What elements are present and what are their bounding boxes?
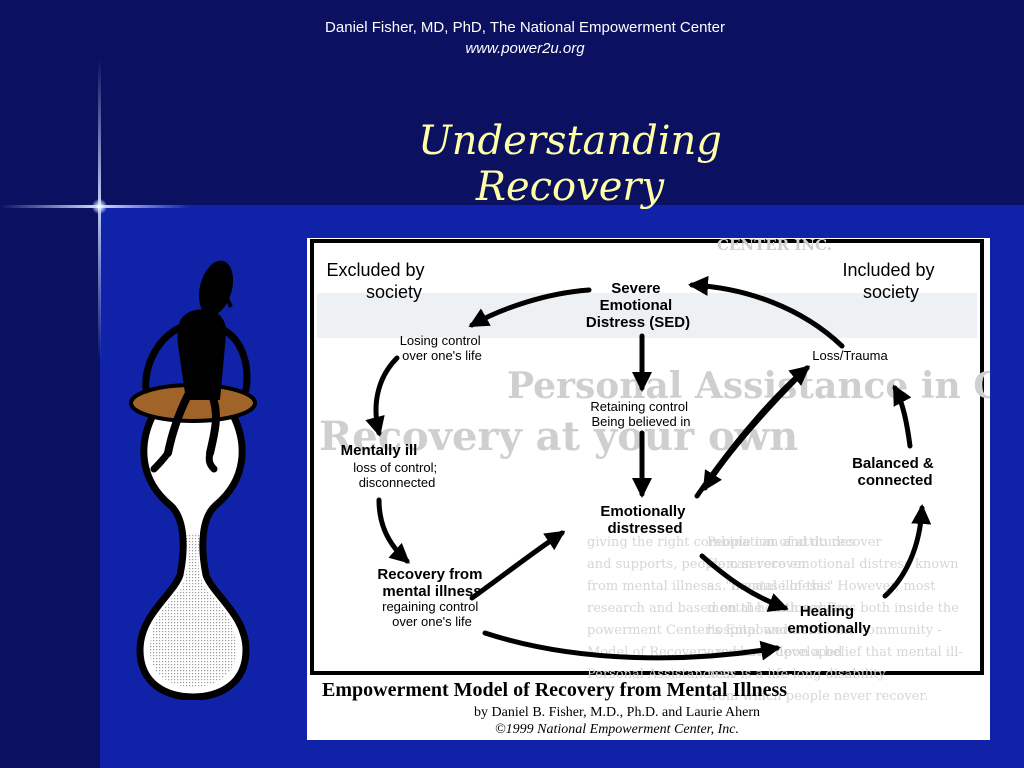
header-band	[0, 0, 1024, 205]
hourglass-figure-illustration	[128, 255, 258, 701]
arrow-sed-to-losing-control	[468, 287, 592, 328]
node-severe-emotional-distress: Severe Emotional Distress (SED)	[586, 280, 690, 331]
arrow-recovery-to-healing	[482, 630, 781, 661]
node-mentally-ill-detail: loss of control; disconnected	[353, 460, 440, 490]
node-losing-control: Losing control over one's life	[400, 333, 485, 363]
background-arc-text: CENTER INC.	[717, 238, 832, 254]
node-emotionally-distressed: Emotionally distressed	[600, 503, 689, 537]
node-retaining-control: Retaining control Being believed in	[590, 399, 691, 429]
diagram-caption-copyright: ©1999 National Empowerment Center, Inc.	[495, 722, 739, 737]
label-excluded-by-society: Excluded by society	[326, 260, 429, 302]
node-healing-emotionally: Healing emotionally	[787, 603, 871, 637]
arrow-losing-control-to-mentally-ill	[365, 355, 400, 437]
node-loss-trauma: Loss/Trauma	[812, 348, 888, 363]
author-line: Daniel Fisher, MD, PhD, The National Emp…	[325, 19, 725, 36]
arrow-mentally-ill-to-recovery	[376, 497, 410, 564]
arrow-recovery-to-emotionally-distressed	[469, 530, 566, 601]
background-banner	[317, 293, 977, 338]
website-link[interactable]: www.power2u.org	[465, 40, 585, 57]
slide-title: Understanding Recovery	[418, 118, 722, 210]
node-recovery-from-mental-illness: Recovery from mental illness	[377, 566, 486, 600]
background-headline-1: Personal Assistance in Community	[507, 365, 990, 407]
diagram-caption-authors: by Daniel B. Fisher, M.D., Ph.D. and Lau…	[474, 705, 760, 720]
background-headline-2: Recovery at your own	[319, 413, 798, 460]
arrow-healing-to-balanced	[882, 504, 932, 599]
left-band	[0, 205, 100, 768]
arrow-balanced-to-loss-trauma	[892, 384, 913, 449]
arrow-emotionally-distressed-to-healing	[699, 553, 789, 612]
node-mentally-ill: Mentally ill	[341, 442, 418, 459]
sparkle-icon	[92, 199, 107, 214]
diagram-caption-title: Empowerment Model of Recovery from Menta…	[322, 679, 787, 701]
node-balanced-connected: Balanced & connected	[852, 455, 938, 489]
arrow-loss-trauma-to-emotionally-distressed	[702, 365, 810, 492]
label-included-by-society: Included by society	[842, 260, 939, 302]
arrow-loss-trauma-to-sed	[688, 275, 845, 349]
empowerment-model-diagram: .bg { font-family:"DejaVu Serif", serif;…	[307, 238, 990, 740]
background-para-left: giving the right combination of attitude…	[587, 535, 859, 682]
node-regaining-control: regaining control over one's life	[382, 599, 482, 629]
